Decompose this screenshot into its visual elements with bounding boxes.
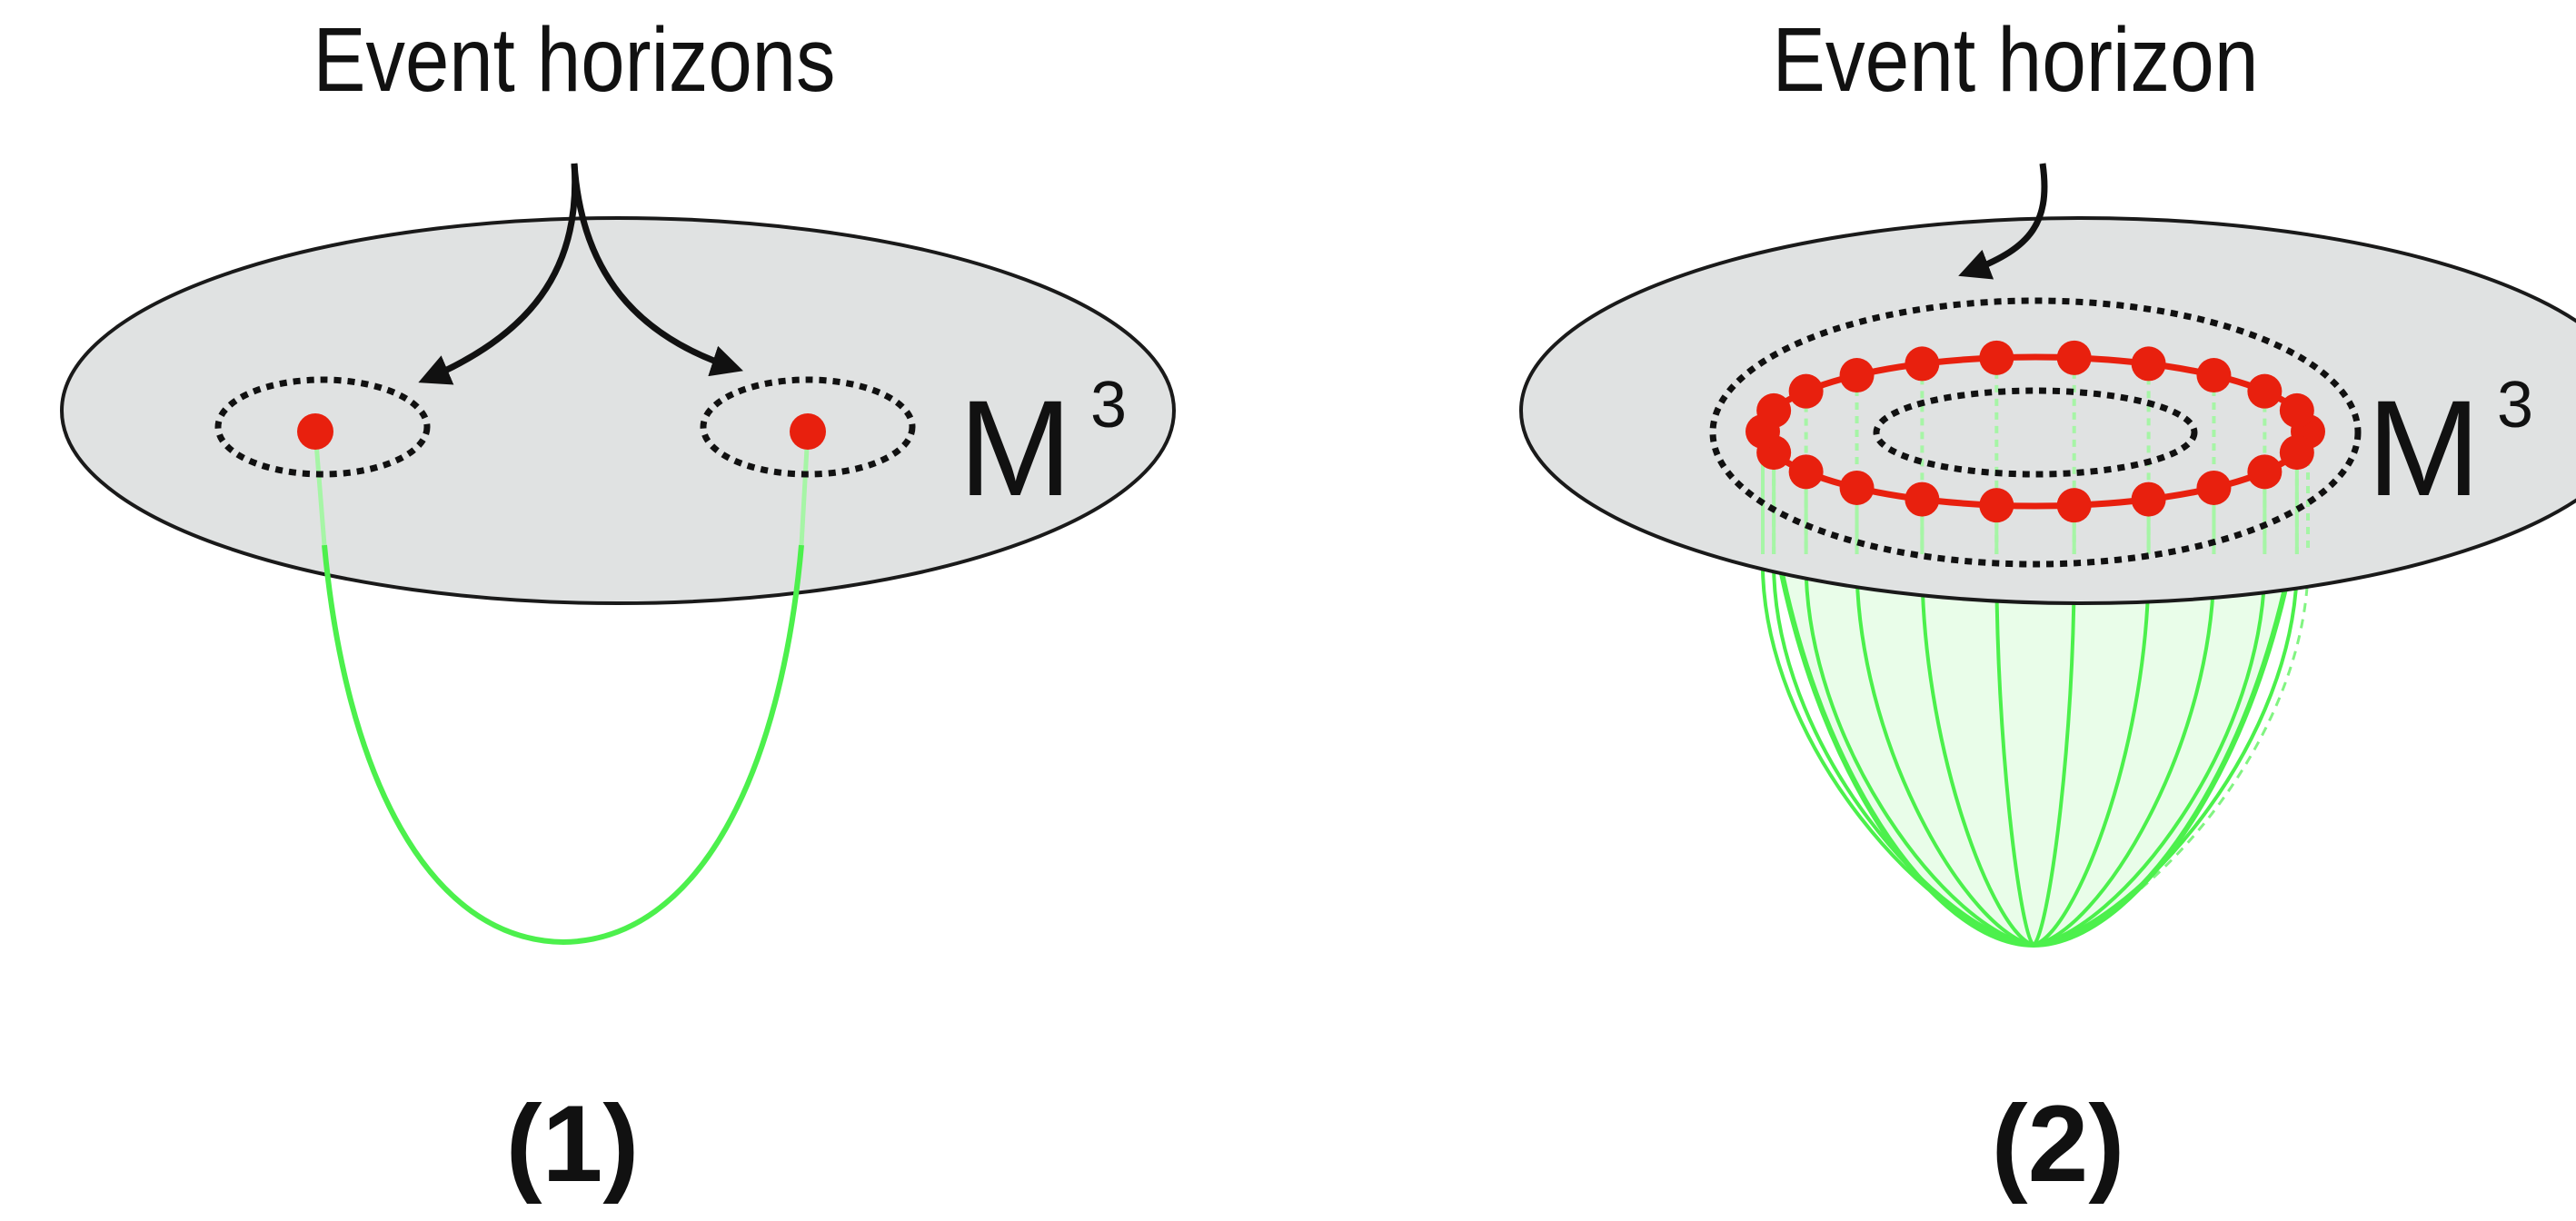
red-dot-icon <box>1839 470 1875 505</box>
red-dot-icon <box>1788 373 1824 409</box>
red-dot-icon <box>2247 454 2283 490</box>
red-dot-icon <box>2056 340 2092 375</box>
worldsheet-strand <box>1855 553 2034 947</box>
worldsheet-strand <box>1760 553 2034 947</box>
red-dot-icon <box>1788 454 1824 490</box>
event-horizon-inner <box>1873 387 2198 478</box>
worldsheet-strand <box>1772 553 2034 947</box>
red-dot-icon <box>1839 358 1875 393</box>
panel-1-label: (1) <box>506 1083 640 1205</box>
worldsheet-strand <box>2033 553 2151 947</box>
curved-arrow-icon <box>1958 163 2048 280</box>
space-label-2: M <box>2367 372 2481 524</box>
string-segment-right-1 <box>799 431 811 546</box>
space-superscript-1: 3 <box>1090 369 1127 442</box>
curved-arrow-icon <box>571 163 743 377</box>
red-dot-icon <box>2131 481 2166 517</box>
worldsheet-strand <box>2032 553 2076 947</box>
red-dot-icon <box>1905 346 1940 382</box>
red-dot-icon <box>2131 346 2166 382</box>
worldsheet-strand <box>1994 553 2035 947</box>
string-segment-left-1 <box>313 431 327 546</box>
curved-arrow-icon <box>418 163 579 385</box>
red-dot-icon <box>2056 488 2092 523</box>
red-dot-icon <box>2196 358 2232 393</box>
red-dot-icon <box>2279 392 2314 428</box>
endpoint-dots <box>1746 340 2325 523</box>
red-dot-icon <box>1905 481 1940 517</box>
worldsheet-inside-plane <box>1761 357 2310 554</box>
panel-2-label: (2) <box>1992 1083 2125 1205</box>
worldsheet-strand <box>2033 553 2215 947</box>
red-dot-icon <box>297 413 333 450</box>
string-worldsheet-1 <box>322 544 804 946</box>
m3-plane-1 <box>60 216 1176 605</box>
red-dot-icon <box>2279 435 2314 471</box>
worldsheet-strand <box>2033 553 2266 947</box>
red-dot-icon <box>1979 488 2014 523</box>
m3-plane-2 <box>1519 216 2576 605</box>
space-superscript-2: 3 <box>2497 369 2533 442</box>
panel-2: Event horizon M 3 (2) <box>1519 9 2576 1205</box>
worldsheet-strand <box>1920 553 2034 947</box>
red-dot-icon <box>2196 470 2232 505</box>
space-label-1: M <box>959 372 1072 524</box>
panel-1: Event horizons M 3 (1) <box>60 9 1176 1205</box>
red-dot-icon <box>1979 340 2014 375</box>
red-dot-icon <box>2247 373 2283 409</box>
red-dot-icon <box>790 413 826 450</box>
worldsheet-strand <box>1805 553 2034 947</box>
worldsheet-strand <box>2033 553 2299 947</box>
event-horizon-left <box>214 376 431 478</box>
panel-1-title: Event horizons <box>313 9 836 111</box>
red-dot-icon <box>1756 392 1792 428</box>
panel-2-title: Event horizon <box>1773 9 2259 111</box>
event-horizon-outer <box>1709 297 2362 568</box>
event-horizon-right <box>700 376 916 478</box>
